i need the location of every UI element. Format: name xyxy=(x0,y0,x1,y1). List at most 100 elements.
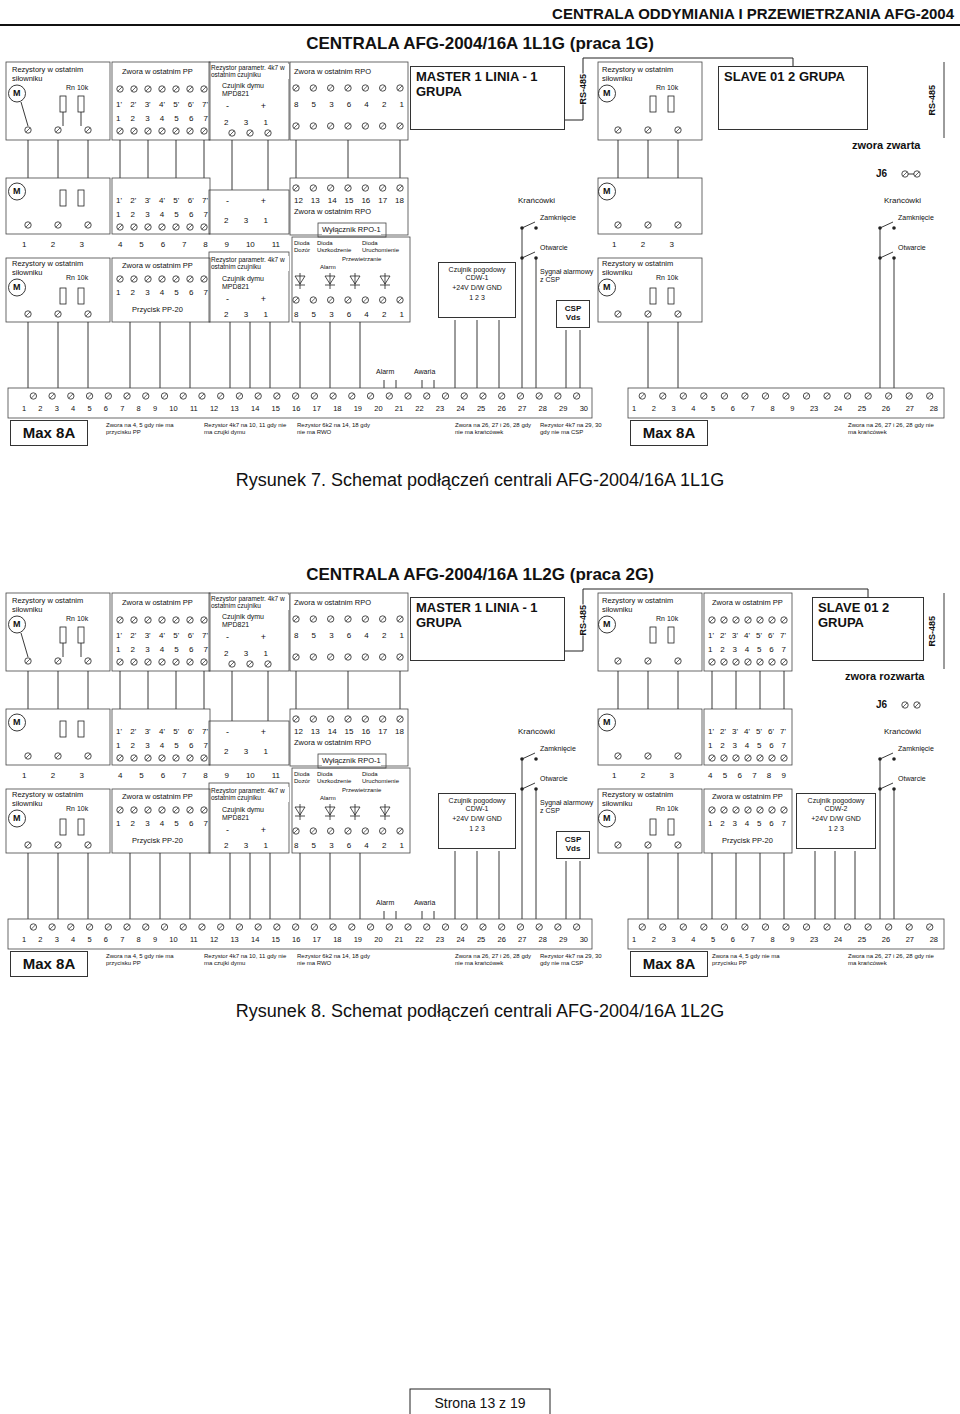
wire xyxy=(894,789,895,919)
terminal xyxy=(293,185,299,191)
terminal-screw xyxy=(311,655,315,659)
terminal-screw xyxy=(56,128,60,132)
terminal-screw xyxy=(146,277,150,281)
diagram-label: Rezystory w ostatnim siłowniku xyxy=(12,597,107,614)
terminal-screw xyxy=(256,394,260,398)
terminal-screw xyxy=(758,808,762,812)
terminal xyxy=(201,659,207,665)
terminal xyxy=(86,924,92,930)
terminal-screw xyxy=(363,617,367,621)
terminal-screw xyxy=(311,124,315,128)
diagram-label: 2 3 1 xyxy=(224,841,268,850)
terminal xyxy=(362,185,368,191)
terminal xyxy=(330,393,336,399)
fuse-box: Max 8A xyxy=(10,951,88,977)
terminal xyxy=(292,924,298,930)
terminal xyxy=(405,393,411,399)
diagram-label: 1 2 3 xyxy=(612,240,674,249)
wire xyxy=(330,322,331,388)
resistor-symbol xyxy=(60,190,66,206)
terminal-screw xyxy=(350,925,354,929)
terminal-screw xyxy=(866,925,870,929)
terminal-screw xyxy=(537,394,541,398)
terminal-screw xyxy=(782,808,786,812)
terminal-screw xyxy=(363,829,367,833)
terminal xyxy=(117,224,123,230)
diagram-label: M xyxy=(13,619,21,629)
terminal-screw xyxy=(237,394,241,398)
terminal xyxy=(201,128,207,134)
terminal xyxy=(201,807,207,813)
terminal-screw xyxy=(219,925,223,929)
terminal xyxy=(397,123,403,129)
terminal xyxy=(536,393,542,399)
terminal xyxy=(701,924,707,930)
module-outline xyxy=(209,190,289,234)
wire xyxy=(815,851,816,919)
terminal-strip xyxy=(628,919,944,949)
diode-symbol xyxy=(325,273,335,289)
terminal-screw xyxy=(770,618,774,622)
switch-box xyxy=(318,223,386,237)
terminal xyxy=(386,924,392,930)
wire xyxy=(268,671,269,721)
terminal-screw xyxy=(722,394,726,398)
terminal-screw xyxy=(398,617,402,621)
diagram-label: J6 xyxy=(876,168,887,180)
diagram-label: Czujnik dymu MPD821 xyxy=(222,613,282,629)
terminal-screw xyxy=(294,394,298,398)
device-box: CSP Vds xyxy=(556,831,590,859)
diagram-label: 8 5 3 6 4 2 1 xyxy=(294,631,404,640)
terminal xyxy=(159,755,165,761)
terminal xyxy=(117,276,123,282)
terminal-screw xyxy=(734,660,738,664)
diode-symbol xyxy=(350,273,360,289)
terminal xyxy=(85,127,91,133)
terminal-screw xyxy=(160,277,164,281)
terminal xyxy=(349,924,355,930)
diagram-label: Rezystor 4k7 na 29, 30 gdy nie ma CSP xyxy=(540,422,608,436)
terminal xyxy=(349,393,355,399)
terminal-screw xyxy=(174,618,178,622)
terminal xyxy=(159,86,165,92)
terminal-screw xyxy=(710,756,714,760)
resistor-symbol xyxy=(650,627,656,643)
diagram-label: 4 5 6 7 8 9 xyxy=(708,771,786,780)
terminal-screw xyxy=(381,617,385,621)
wire xyxy=(250,322,251,388)
wire xyxy=(784,671,785,709)
diagram-label: M xyxy=(13,186,21,196)
terminal-screw xyxy=(646,659,650,663)
diagram-label: Rn 10k xyxy=(656,84,678,92)
terminal xyxy=(68,393,74,399)
wire xyxy=(88,140,89,178)
wire xyxy=(63,112,64,126)
wire xyxy=(232,671,233,721)
bus-label: RS-485 xyxy=(578,605,588,636)
motor-symbol xyxy=(599,279,616,296)
resistor-symbol xyxy=(60,96,66,112)
terminal xyxy=(397,85,403,91)
terminal-screw xyxy=(188,808,192,812)
diagram-label: - + xyxy=(226,196,266,206)
terminal xyxy=(124,924,130,930)
terminal-screw xyxy=(26,223,30,227)
diagram-label: M xyxy=(603,619,611,629)
terminal xyxy=(781,807,787,813)
terminal-screw xyxy=(311,186,315,190)
diagram-label: 8 5 3 6 4 2 1 xyxy=(294,100,404,109)
terminal-screw xyxy=(56,312,60,316)
terminal xyxy=(55,127,61,133)
diagram-label: Zwora w ostatnim RPO xyxy=(294,68,371,77)
terminal-screw xyxy=(202,808,206,812)
terminal-screw xyxy=(346,186,350,190)
terminal xyxy=(330,924,336,930)
terminal-screw xyxy=(346,124,350,128)
terminal-screw xyxy=(202,618,206,622)
resistor-symbol xyxy=(78,288,84,304)
module-outline xyxy=(112,593,210,671)
wire xyxy=(396,911,397,919)
terminal-screw xyxy=(294,829,298,833)
wire xyxy=(880,759,881,919)
terminal xyxy=(367,924,373,930)
